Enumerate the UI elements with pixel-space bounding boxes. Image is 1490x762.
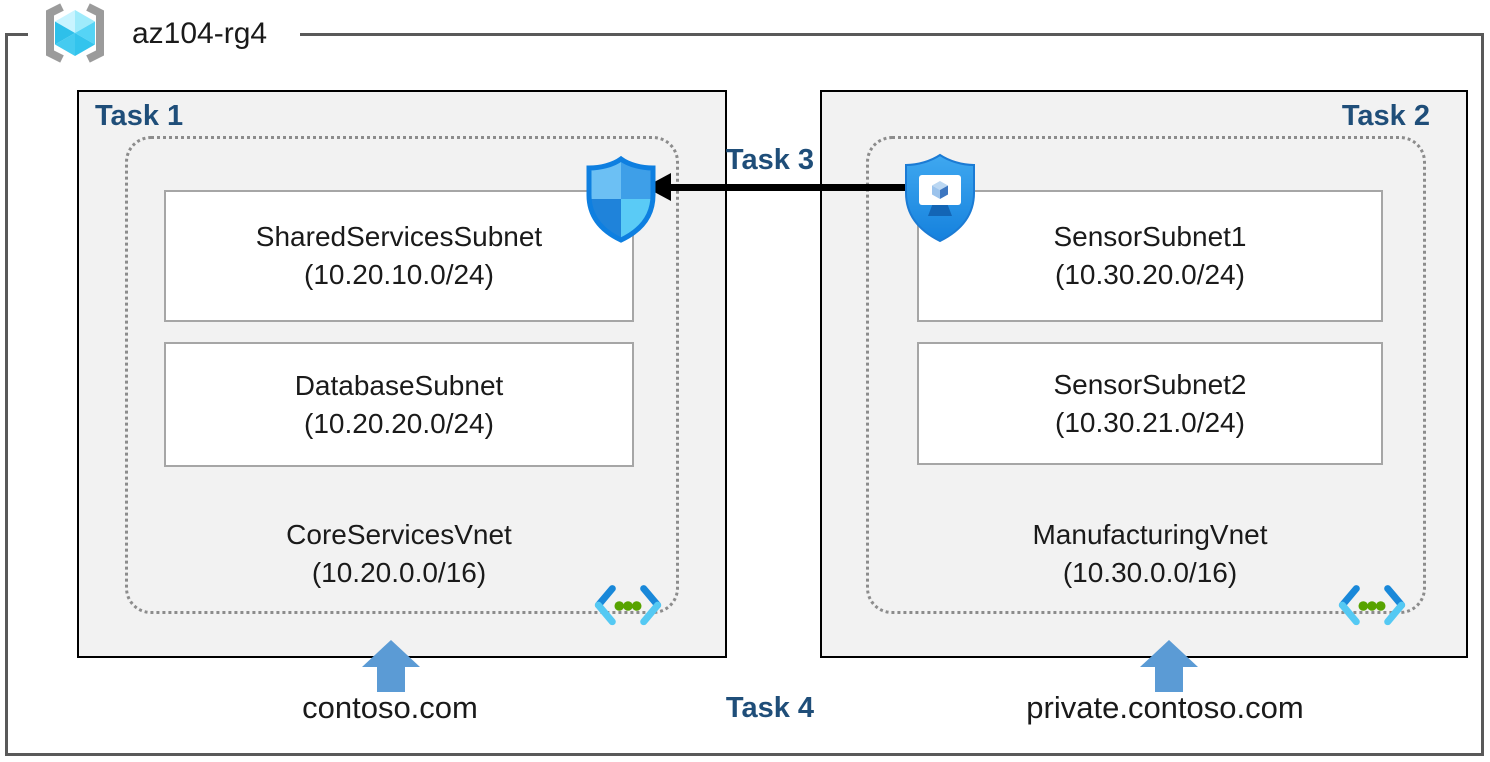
contoso-domain-label: contoso.com: [302, 690, 478, 725]
subnet-cidr: (10.20.10.0/24): [304, 259, 494, 290]
task3-label: Task 3: [725, 144, 815, 176]
manufacturing-vnet-label: ManufacturingVnet (10.30.0.0/16): [917, 516, 1383, 592]
subnet-name: SharedServicesSubnet: [255, 221, 543, 252]
up-arrow-stem: [1155, 666, 1183, 692]
network-security-group-shield-icon: [583, 155, 659, 243]
subnet-cidr: (10.30.20.0/24): [1055, 259, 1245, 290]
vnet-cidr: (10.30.0.0/16): [1062, 557, 1238, 588]
vnet-name: CoreServicesVnet: [286, 519, 512, 550]
shared-services-subnet-box: SharedServicesSubnet (10.20.10.0/24): [164, 190, 634, 322]
sensor-subnet1-box: SensorSubnet1 (10.30.20.0/24): [917, 190, 1383, 322]
resource-group-frame: [5, 33, 1484, 756]
core-services-vnet-label: CoreServicesVnet (10.20.0.0/16): [164, 516, 634, 592]
subnet-cidr: (10.20.20.0/24): [304, 407, 494, 439]
virtual-network-icon: [1338, 578, 1406, 634]
task1-label: Task 1: [95, 100, 184, 132]
private-contoso-domain-label: private.contoso.com: [1026, 690, 1304, 725]
database-subnet-box: DatabaseSubnet (10.20.20.0/24): [164, 342, 634, 467]
task4-label: Task 4: [725, 692, 815, 724]
subnet-name: SensorSubnet2: [1053, 368, 1247, 400]
task2-label: Task 2: [1341, 100, 1430, 132]
core-services-vnet-boundary: [125, 136, 679, 614]
up-arrow-icon: [1140, 640, 1198, 667]
up-arrow-icon: [362, 640, 420, 667]
application-security-group-icon: [900, 151, 980, 245]
peering-arrow-line: [668, 184, 942, 191]
sensor-subnet2-box: SensorSubnet2 (10.30.21.0/24): [917, 342, 1383, 465]
vnet-cidr: (10.20.0.0/16): [311, 557, 487, 588]
resource-group-icon: [36, 2, 114, 64]
subnet-name: DatabaseSubnet: [294, 369, 504, 401]
resource-group-name: az104-rg4: [132, 17, 268, 50]
virtual-network-icon: [594, 578, 662, 634]
subnet-name: SensorSubnet1: [1053, 221, 1247, 252]
vnet-name: ManufacturingVnet: [1032, 519, 1268, 550]
subnet-cidr: (10.30.21.0/24): [1055, 406, 1245, 438]
up-arrow-stem: [377, 666, 405, 692]
manufacturing-vnet-boundary: [866, 136, 1426, 614]
